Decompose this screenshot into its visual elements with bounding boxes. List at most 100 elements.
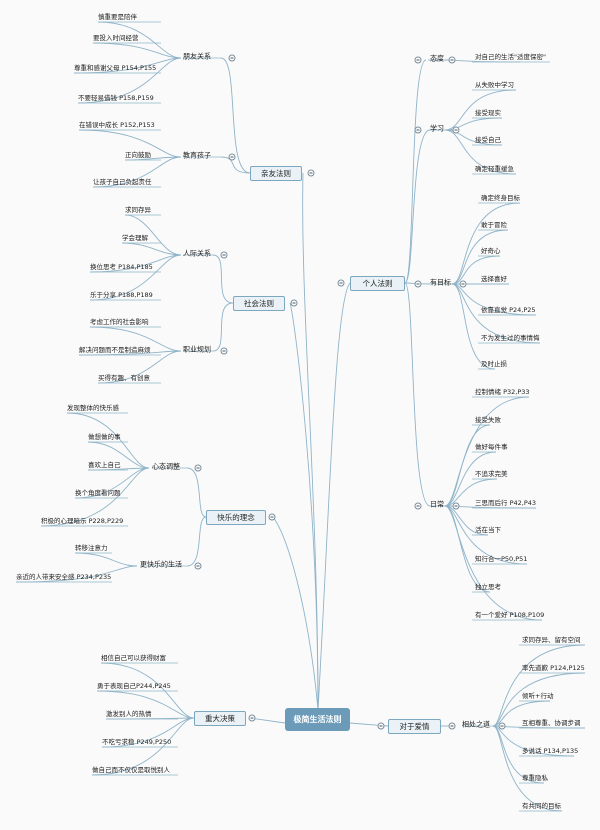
collapse-toggle-icon[interactable] bbox=[414, 56, 422, 64]
leaf-label: 及时止损 bbox=[481, 360, 507, 368]
leaf-label: 有一个爱好 P108,P109 bbox=[475, 611, 545, 619]
node-geren[interactable]: 个人法则 bbox=[350, 276, 405, 291]
leaf-label: 求同存异 bbox=[125, 206, 151, 214]
leaf-label: 做自己而不仅仅是取悦别人 bbox=[92, 766, 170, 774]
node-geren-label: 个人法则 bbox=[362, 279, 393, 288]
collapse-toggle-icon[interactable] bbox=[307, 169, 315, 177]
leaf-label: 有共同的目标 bbox=[522, 802, 561, 810]
leaf-label: 率先道歉 P124,P125 bbox=[522, 664, 585, 672]
leaf-label: 从失败中学习 bbox=[475, 81, 514, 89]
leaf-label: 三思而后行 P42,P43 bbox=[475, 499, 537, 507]
leaf-label: 激发别人的热情 bbox=[106, 710, 152, 718]
leaf-label: 倾听+行动 bbox=[522, 692, 554, 700]
collapse-toggle-icon[interactable] bbox=[452, 502, 460, 510]
leaf-label: 多说话 P134,P135 bbox=[522, 747, 579, 755]
node-kuaile-label: 快乐的理念 bbox=[217, 513, 255, 522]
leaf-label: 换位思考 P184,P185 bbox=[90, 263, 153, 271]
collapse-toggle-icon[interactable] bbox=[452, 126, 460, 134]
collapse-toggle-icon[interactable] bbox=[194, 562, 202, 570]
collapse-toggle-icon[interactable] bbox=[248, 714, 256, 722]
sub-mubiao[interactable]: 有目标 bbox=[430, 278, 451, 287]
leaf-label: 不吃亏求稳 P249,P250 bbox=[102, 738, 172, 746]
node-juece-label: 重大决策 bbox=[205, 714, 235, 723]
root-label: 极简生活法则 bbox=[293, 715, 342, 724]
sub-xuexi[interactable]: 学习 bbox=[430, 124, 444, 133]
node-aiqing[interactable]: 对于爱情 bbox=[388, 719, 441, 734]
leaf-label: 确定终身目标 bbox=[481, 194, 520, 202]
node-shehui[interactable]: 社会法则 bbox=[233, 296, 285, 311]
leaf-label: 在错误中成长 P152,P153 bbox=[79, 121, 155, 129]
collapse-toggle-icon[interactable] bbox=[268, 513, 276, 521]
leaf-label: 不为发生过的事情悔 bbox=[481, 334, 540, 342]
leaf-label: 做想做的事 bbox=[88, 433, 121, 441]
collapse-toggle-icon[interactable] bbox=[414, 280, 422, 288]
leaf-label: 依靠直觉 P24,P25 bbox=[481, 306, 536, 314]
sub-taidu[interactable]: 态度 bbox=[430, 54, 444, 63]
sub-richang[interactable]: 日常 bbox=[430, 500, 444, 509]
leaf-label: 转移注意力 bbox=[75, 544, 108, 552]
collapse-toggle-icon[interactable] bbox=[498, 722, 506, 730]
node-kuaile[interactable]: 快乐的理念 bbox=[206, 510, 266, 525]
node-aiqing-label: 对于爱情 bbox=[399, 722, 430, 731]
leaf-label: 买得有趣、有创意 bbox=[98, 374, 150, 382]
collapse-toggle-icon[interactable] bbox=[337, 279, 345, 287]
leaf-label: 不追求完美 bbox=[475, 470, 508, 478]
leaf-label: 尊重隐私 bbox=[522, 774, 548, 782]
collapse-toggle-icon[interactable] bbox=[228, 54, 236, 62]
leaf-label: 确定轻重缓急 bbox=[475, 165, 514, 173]
leaf-label: 求同存异、留有空间 bbox=[522, 636, 581, 644]
leaf-label: 接受现实 bbox=[475, 109, 501, 117]
leaf-label: 相信自己可以获得财富 bbox=[101, 654, 166, 662]
leaf-label: 勇于表现自己P244,P245 bbox=[97, 682, 171, 690]
collapse-toggle-icon[interactable] bbox=[220, 251, 228, 259]
leaf-label: 换个角度看问题 bbox=[75, 489, 121, 497]
sub-zhiye[interactable]: 职业规划 bbox=[183, 345, 211, 354]
leaf-label: 慎重要是陪伴 bbox=[98, 13, 137, 21]
leaf-label: 发现整体的快乐感 bbox=[67, 404, 119, 412]
leaf-label: 接受失败 bbox=[475, 416, 501, 424]
node-qinyou-label: 亲友法则 bbox=[261, 169, 291, 178]
sub-shenghuo[interactable]: 更快乐的生活 bbox=[140, 560, 182, 569]
collapse-toggle-icon[interactable] bbox=[459, 280, 467, 288]
collapse-toggle-icon[interactable] bbox=[220, 347, 228, 355]
leaf-label: 独立思考 bbox=[475, 583, 501, 591]
collapse-toggle-icon[interactable] bbox=[448, 722, 456, 730]
collapse-toggle-icon[interactable] bbox=[290, 299, 298, 307]
sub-renji[interactable]: 人际关系 bbox=[183, 249, 211, 258]
node-juece[interactable]: 重大决策 bbox=[194, 711, 246, 726]
leaf-label: 学会理解 bbox=[122, 234, 148, 242]
sub-pengyou[interactable]: 朋友关系 bbox=[183, 52, 211, 61]
collapse-toggle-icon[interactable] bbox=[414, 502, 422, 510]
leaf-label: 解决问题而不是制造麻烦 bbox=[79, 346, 151, 354]
leaf-label: 尊重和感谢父母 P154,P155 bbox=[74, 64, 157, 72]
leaf-label: 让孩子自己负起责任 bbox=[93, 178, 152, 186]
leaf-label: 活在当下 bbox=[475, 526, 501, 534]
sub-xiangchu[interactable]: 相处之道 bbox=[462, 720, 490, 729]
leaf-label: 要投入时间经营 bbox=[93, 34, 139, 42]
node-shehui-label: 社会法则 bbox=[244, 299, 274, 308]
leaf-label: 敢于冒险 bbox=[481, 221, 507, 229]
leaf-label: 选择喜好 bbox=[481, 275, 507, 283]
collapse-toggle-icon[interactable] bbox=[448, 56, 456, 64]
leaf-label: 喜欢上自己 bbox=[88, 461, 121, 469]
sub-jiaoyu[interactable]: 教育孩子 bbox=[183, 151, 211, 160]
collapse-toggle-icon[interactable] bbox=[194, 464, 202, 472]
leaf-label: 互相尊重、协调步调 bbox=[522, 719, 581, 727]
collapse-toggle-icon[interactable] bbox=[377, 722, 385, 730]
leaf-label: 好奇心 bbox=[481, 247, 501, 255]
leaf-label: 正向鼓励 bbox=[125, 151, 151, 159]
leaf-label: 考虑工作的社会影响 bbox=[90, 318, 149, 326]
collapse-toggle-icon[interactable] bbox=[414, 126, 422, 134]
sub-xintai[interactable]: 心态调整 bbox=[152, 462, 180, 471]
leaf-label: 接受自己 bbox=[475, 136, 501, 144]
leaf-label: 对自己的生活"适度保密" bbox=[475, 53, 546, 61]
collapse-toggle-icon[interactable] bbox=[228, 153, 236, 161]
leaf-label: 亲近的人带来安全感 P234,P235 bbox=[16, 573, 112, 581]
node-qinyou[interactable]: 亲友法则 bbox=[250, 166, 302, 181]
leaf-label: 不要轻易借钱 P158,P159 bbox=[78, 94, 154, 102]
root-node[interactable]: 极简生活法则 bbox=[285, 708, 350, 731]
leaf-label: 控制情绪 P32,P33 bbox=[475, 388, 530, 396]
leaf-label: 乐于分享 P188,P189 bbox=[90, 291, 153, 299]
leaf-label: 做好每件事 bbox=[475, 443, 508, 451]
